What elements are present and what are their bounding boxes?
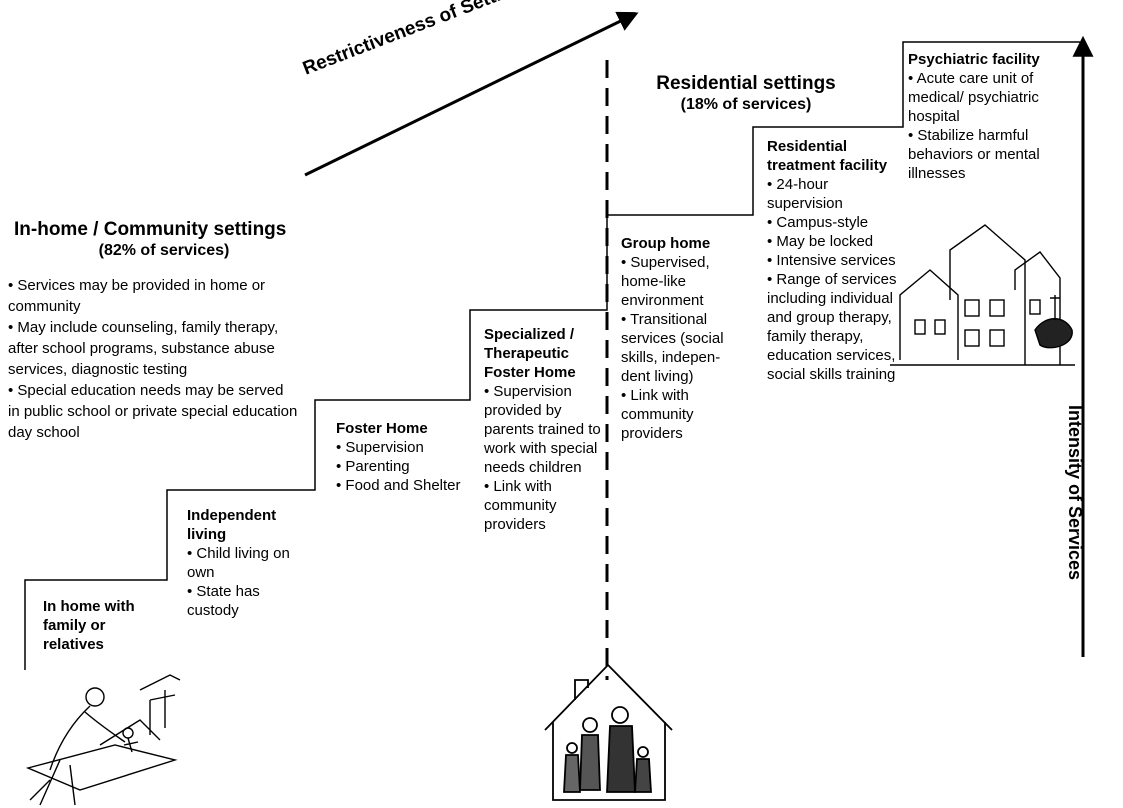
bullet: Supervised, home-like environment [621,253,747,310]
bullet: May be locked [767,232,897,251]
step-title: Specialized / Therapeutic Foster Home [484,326,576,381]
community-share: (82% of services) [98,242,230,259]
bullet: Link with community providers [621,386,747,443]
step-title: Foster Home [336,420,428,437]
bullet: May include counseling, family therapy, … [8,317,298,380]
bullet: Special education needs may be served in… [8,380,298,443]
bullet: 24-hour supervision [767,175,897,213]
step-psychiatric-facility: Psychiatric facility Acute care unit of … [908,50,1073,183]
facility-building-illustration [890,224,1075,366]
bullet: Supervision provided by parents trained … [484,382,604,477]
bullet: Campus-style [767,213,897,232]
bullet: Transitional services (social skills, in… [621,310,747,386]
step-residential-treatment: Residential treatment facility 24-hour s… [767,137,897,384]
bullet: Parenting [336,457,461,476]
residential-settings-block: Residential settings (18% of services) [636,73,856,114]
step-title: Psychiatric facility [908,51,1040,68]
step-in-home: In home with family or relatives [43,597,163,654]
step-therapeutic-foster-home: Specialized / Therapeutic Foster Home Su… [484,325,604,534]
bullet: Intensive services [767,251,897,270]
bullet: Acute care unit of medical/ psychiatric … [908,69,1073,126]
community-settings-block: In-home / Community settings (82% of ser… [14,219,344,260]
bullet: Supervision [336,438,461,457]
intensity-label: Intensity of Services [1065,405,1085,581]
step-title: Residential treatment facility [767,138,888,174]
community-title: In-home / Community settings [14,219,287,240]
residential-title: Residential settings [656,73,836,94]
community-bullets: Services may be provided in home or comm… [8,275,298,443]
staircase-line [24,41,1080,670]
step-foster-home: Foster Home Supervision Parenting Food a… [336,419,461,495]
bullet: Child living on own [187,544,307,582]
step-title: Independent living [187,507,277,543]
bullet: Food and Shelter [336,476,461,495]
residential-share: (18% of services) [680,96,812,113]
step-title: Group home [621,235,711,252]
bullet: State has custody [187,582,307,620]
step-title: In home with family or relatives [43,598,135,653]
family-house-illustration [544,663,673,801]
bullet: Stabilize harmful behaviors or mental il… [908,126,1073,183]
step-group-home: Group home Supervised, home-like environ… [621,234,747,443]
bullet: Link with community providers [484,477,604,534]
restrictiveness-arrow [304,11,639,177]
parent-child-illustration [25,674,181,806]
bullet: Services may be provided in home or comm… [8,275,298,317]
step-independent-living: Independent living Child living on own S… [187,506,307,620]
bullet: Range of services including individual a… [767,270,897,384]
